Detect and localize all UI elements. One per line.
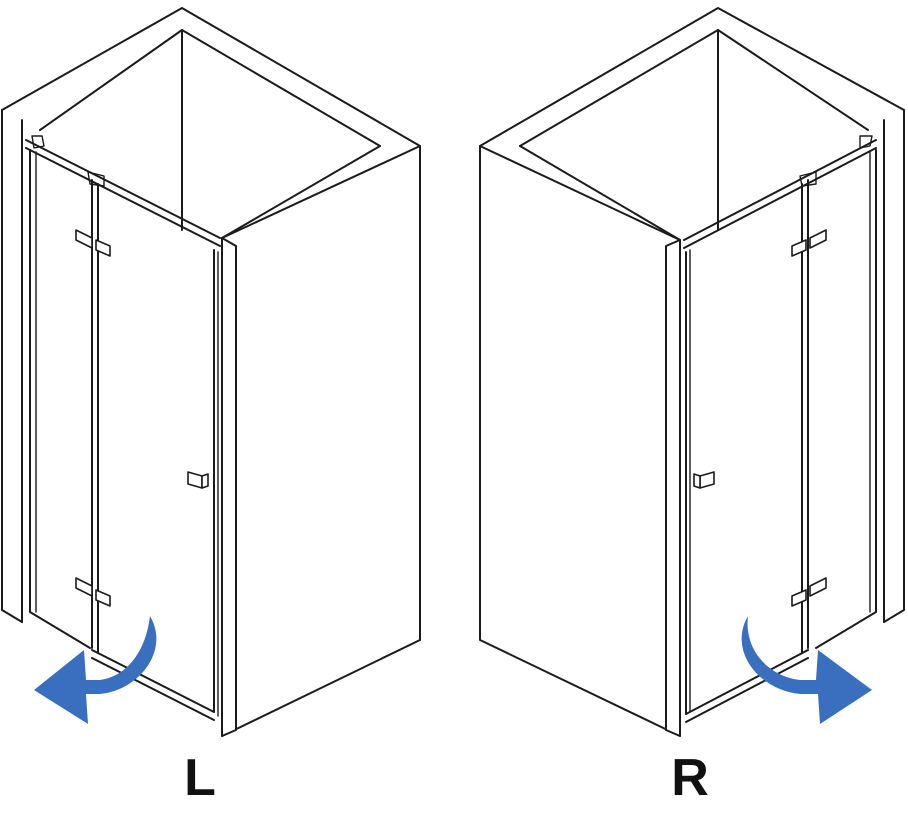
left-hinged-enclosure [1,7,421,737]
left-door-label: L [184,749,216,807]
right-hinged-enclosure [479,7,905,737]
left-swing-arrow [34,616,157,724]
right-swing-arrow [741,616,872,724]
right-door-label: R [671,749,709,807]
